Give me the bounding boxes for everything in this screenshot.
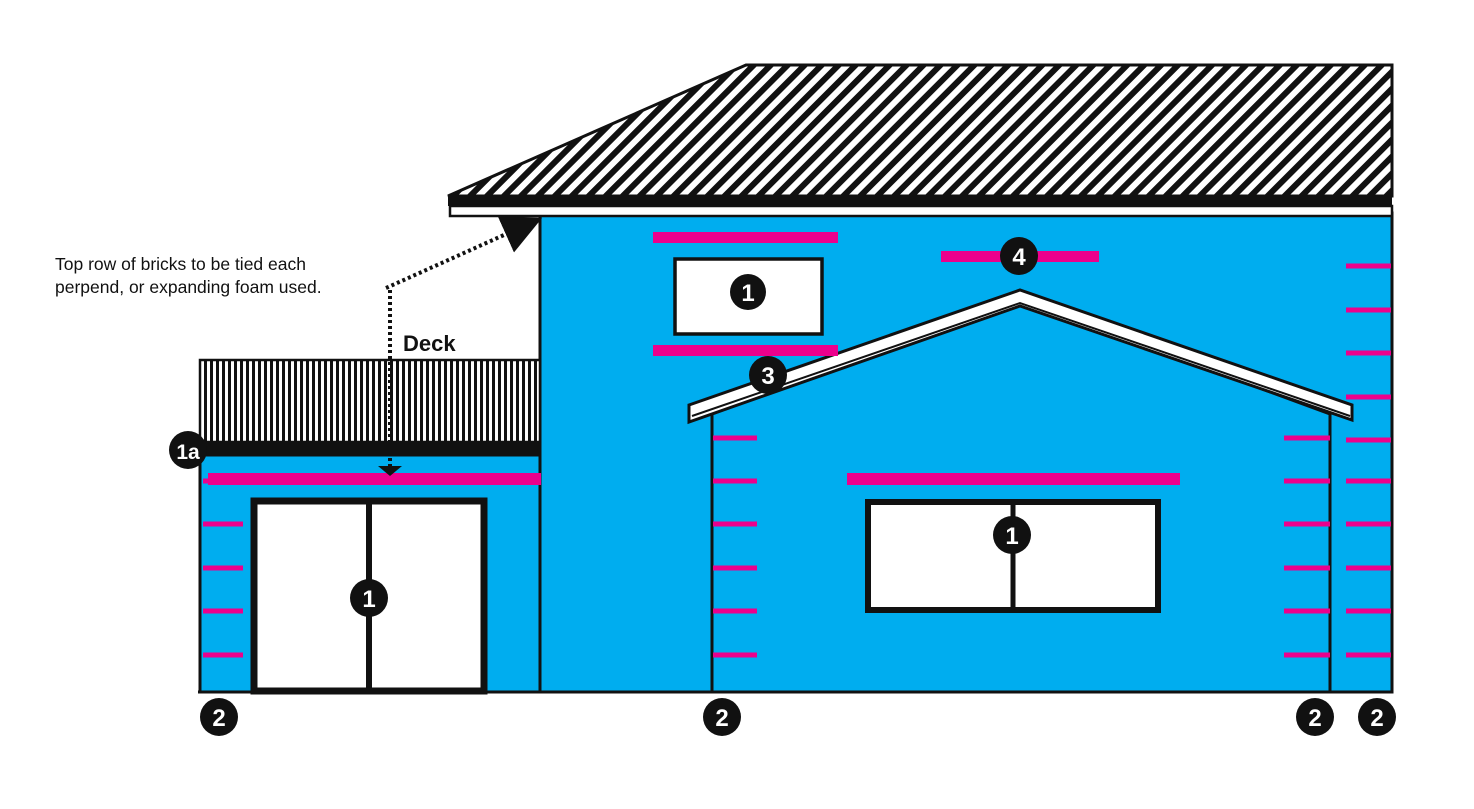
wall-tie-tick <box>203 521 243 527</box>
main-roof <box>447 63 1394 198</box>
wall-tie-tick <box>1346 478 1391 484</box>
wall-tie-ticks <box>203 263 1391 658</box>
wall-tie-tick <box>713 608 757 614</box>
lintel-bar-upper-window-bottom <box>653 345 838 356</box>
deck-railing <box>198 358 542 444</box>
badge-gable-apex: 4 <box>1000 237 1038 275</box>
wall-tie-tick <box>1346 437 1391 443</box>
badge-base-right-outer: 2 <box>1358 698 1396 736</box>
wall-tie-tick <box>713 478 757 484</box>
wall-tie-tick <box>713 435 757 441</box>
svg-text:3: 3 <box>761 363 774 390</box>
wall-tie-tick <box>1284 521 1330 527</box>
lower-window <box>865 499 1161 613</box>
wall-tie-tick <box>1346 521 1391 527</box>
svg-text:1: 1 <box>362 586 375 613</box>
wall-tie-tick <box>203 565 243 571</box>
wall-tie-tick <box>1284 565 1330 571</box>
wall-tie-tick <box>203 608 243 614</box>
wall-tie-tick <box>1346 307 1391 313</box>
arrow-down-icon <box>378 466 402 476</box>
badge-gable-fascia: 3 <box>749 356 787 394</box>
badge-window-upper: 1 <box>730 274 766 310</box>
wall-tie-tick <box>1346 565 1391 571</box>
wall-tie-tick <box>1346 350 1391 356</box>
wall-tie-tick <box>1284 435 1330 441</box>
wall-tie-tick <box>713 521 757 527</box>
wall-tie-tick <box>713 565 757 571</box>
wall-tie-tick <box>1284 652 1330 658</box>
leader-to-soffit <box>385 215 543 290</box>
badge-door: 1 <box>350 579 388 617</box>
annotation-line-2: perpend, or expanding foam used. <box>55 277 322 297</box>
badge-base-left: 2 <box>200 698 238 736</box>
lintel-bar-door <box>208 473 541 485</box>
badge-window-lower: 1 <box>993 516 1031 554</box>
wall-tie-tick <box>1346 652 1391 658</box>
wall-tie-tick <box>1284 608 1330 614</box>
svg-text:2: 2 <box>715 705 728 732</box>
svg-text:2: 2 <box>1308 705 1321 732</box>
badge-base-mid: 2 <box>703 698 741 736</box>
roof-fascia <box>448 196 1392 206</box>
svg-text:2: 2 <box>1370 705 1383 732</box>
badge-deck-beam: 1a <box>169 431 207 469</box>
annotation-line-1: Top row of bricks to be tied each <box>55 254 306 274</box>
svg-text:4: 4 <box>1012 244 1026 271</box>
wall-tie-tick <box>203 478 243 484</box>
wall-tie-tick <box>1346 394 1391 400</box>
lintel-bar-upper-window-top <box>653 232 838 243</box>
roof-soffit <box>448 204 1394 218</box>
brick-tie-annotation: Top row of bricks to be tied each perpen… <box>55 253 395 299</box>
svg-text:1: 1 <box>741 280 754 307</box>
gable-fascia-outer <box>687 288 1354 425</box>
wall-tie-tick <box>1346 608 1391 614</box>
gable-fascia-inner <box>691 301 1351 417</box>
svg-text:1a: 1a <box>176 441 200 464</box>
wall-tie-tick <box>1284 478 1330 484</box>
svg-text:2: 2 <box>212 705 225 732</box>
wall-tie-tick <box>713 652 757 658</box>
deck-label: Deck <box>403 331 456 356</box>
svg-text:1: 1 <box>1005 523 1018 550</box>
deck-beam <box>196 441 541 456</box>
wall-tie-tick <box>203 652 243 658</box>
badge-base-right-inner: 2 <box>1296 698 1334 736</box>
lintel-bar-lower-window <box>847 473 1180 485</box>
wall-tie-tick <box>1346 263 1391 269</box>
